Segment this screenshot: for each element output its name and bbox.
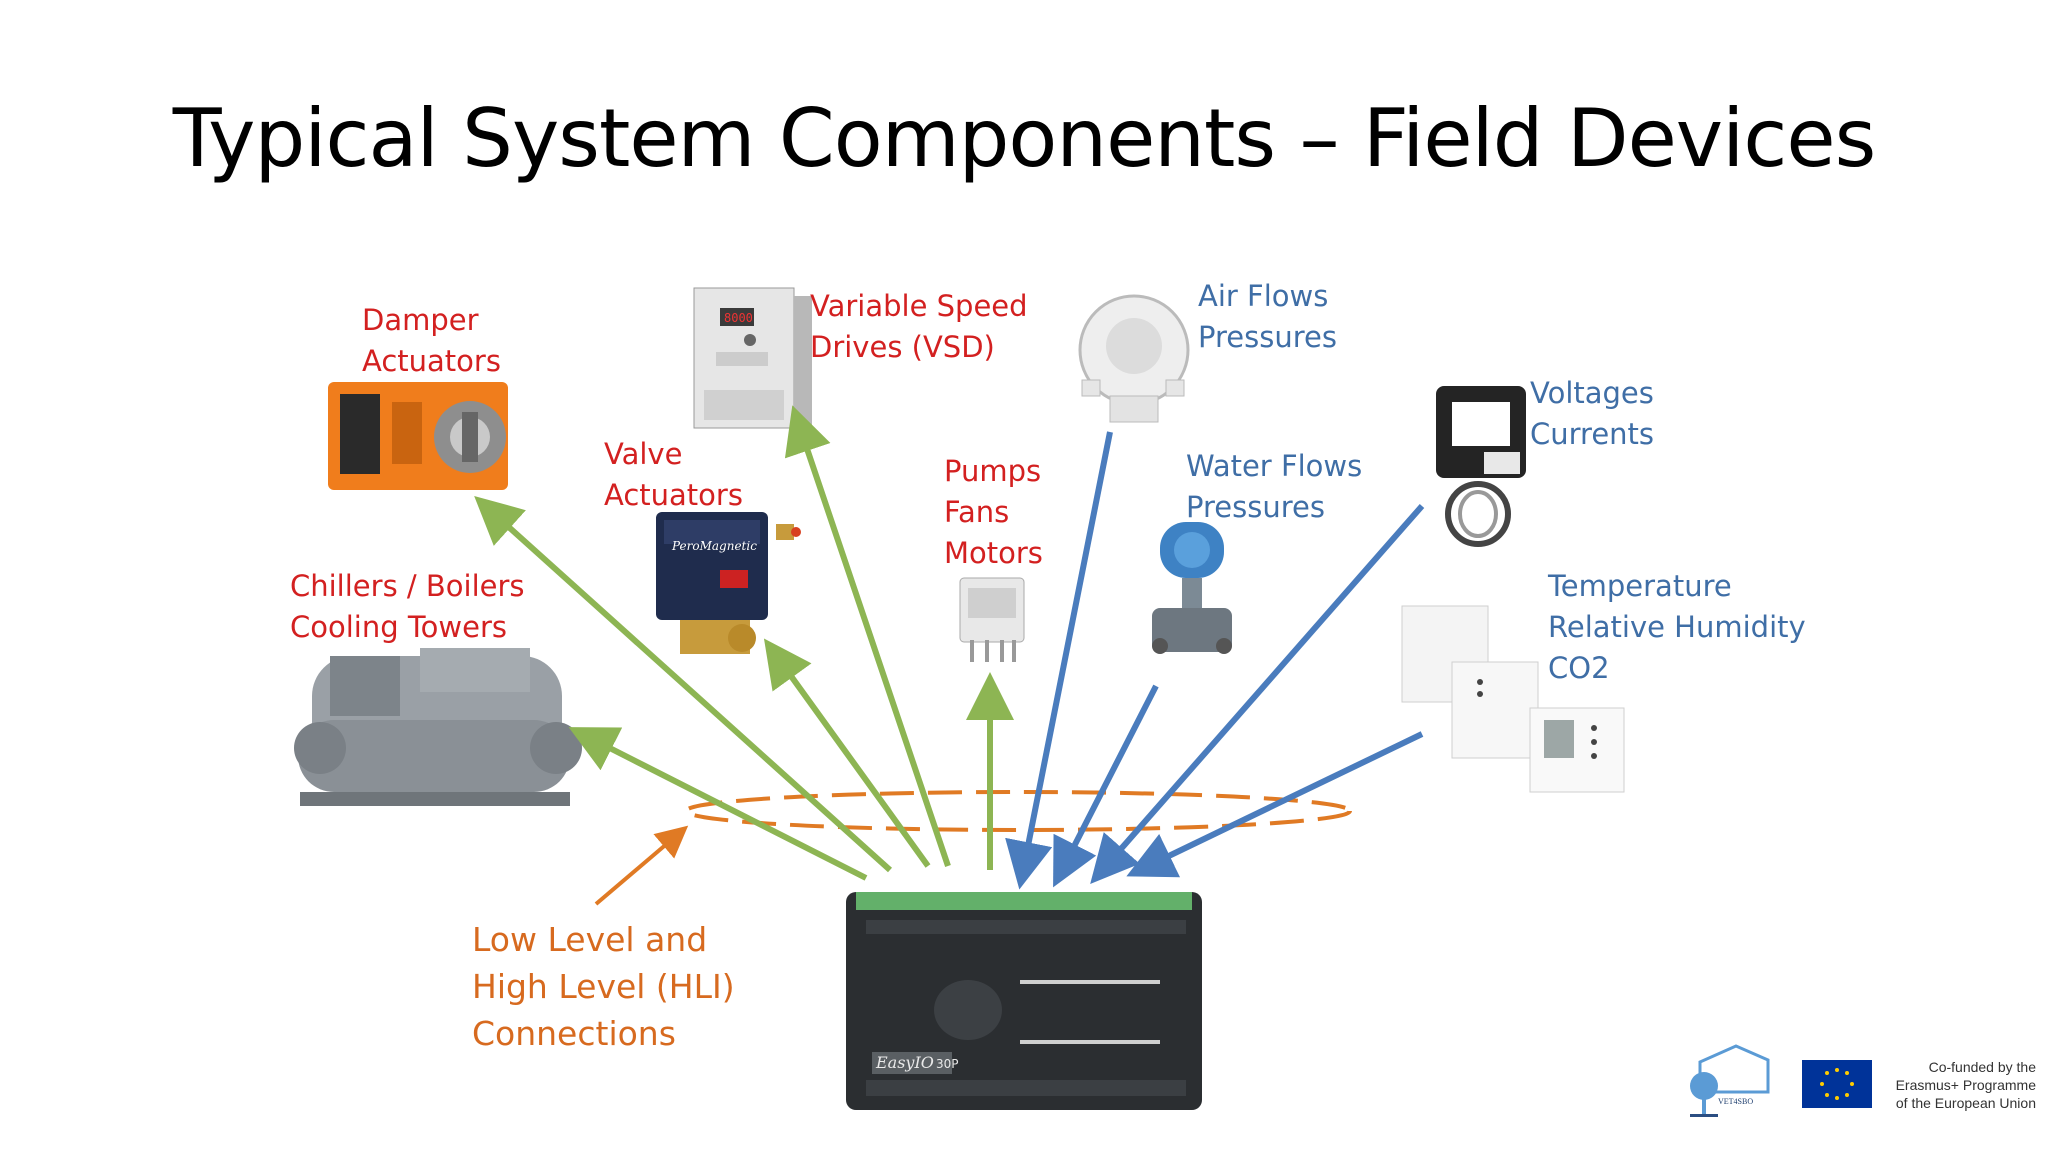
connection-ring — [684, 790, 1352, 832]
current-transformer-image — [1436, 386, 1526, 547]
slide-title: Typical System Components – Field Device… — [172, 92, 1877, 185]
vet4sbo-logo-text: VET4SBO — [1718, 1097, 1753, 1106]
arrow-from-temperature — [1126, 731, 1424, 878]
erasmus-funding-text: Co-funded by the Erasmus+ Programme of t… — [1895, 1059, 2036, 1111]
arrow-hli-connections — [594, 825, 689, 906]
arrow-to-damper — [474, 495, 893, 873]
arrow-from-water-flow — [1053, 684, 1159, 888]
vet4sbo-logo: VET4SBO — [1690, 1044, 1770, 1117]
room-sensors-image — [1401, 605, 1625, 793]
controller-brand: EasyIO — [875, 1053, 934, 1072]
water-flow-sensor-image — [1152, 522, 1232, 654]
arrow-from-voltages — [1090, 504, 1425, 885]
input-arrows — [1005, 431, 1425, 890]
svg-text:PeroMagnetic: PeroMagnetic — [671, 539, 757, 553]
damper-actuator-image — [328, 382, 508, 490]
pump-relay-image — [959, 577, 1025, 662]
vsd-image: 8000 — [693, 287, 812, 429]
arrow-from-air-flow — [1005, 431, 1113, 890]
controller-model: 30P — [936, 1057, 959, 1071]
controller-image: EasyIO 30P — [846, 892, 1202, 1110]
arrow-to-vsd — [784, 405, 951, 867]
arrow-to-valve — [763, 638, 931, 868]
air-flow-sensor-image — [1078, 294, 1190, 423]
chiller-image — [294, 648, 582, 806]
svg-text:8000: 8000 — [724, 311, 753, 325]
output-arrows — [474, 405, 1014, 881]
arrow-to-chillers — [568, 727, 868, 881]
eu-flag-logo — [1802, 1060, 1872, 1108]
valve-actuator-image: PeroMagnetic — [656, 512, 801, 654]
